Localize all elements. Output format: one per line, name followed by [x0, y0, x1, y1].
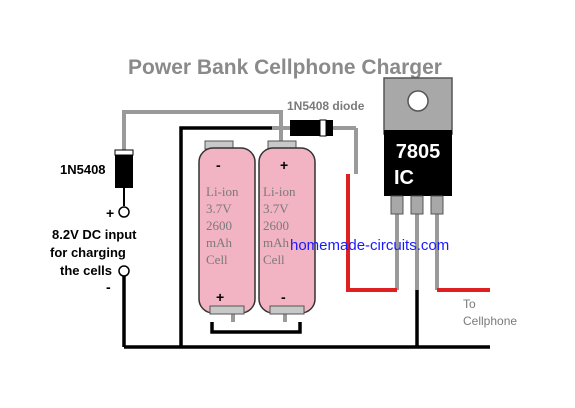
cell1-text-line2: 3.7V: [206, 201, 232, 216]
cell1-text-line5: Cell: [206, 252, 228, 267]
grey-top-wire: [122, 110, 283, 150]
cell2-text-line1: Li-ion: [263, 184, 296, 199]
left-diode-band: [114, 149, 134, 156]
top-diode: [290, 119, 333, 137]
regulator-pin-3: [430, 195, 444, 215]
voltage-regulator-7805: [383, 77, 453, 215]
red-wires: [346, 174, 490, 292]
grey-wires: [122, 110, 439, 322]
battery-cell-2: [258, 140, 316, 315]
input-minus-sign: -: [106, 279, 111, 295]
cell2-text-line3: 2600: [263, 218, 289, 233]
cell-link-wire: [210, 322, 302, 334]
input-label-line1: 8.2V DC input: [52, 227, 137, 242]
black-top-wire: [179, 126, 272, 165]
input-minus-terminal: [118, 265, 130, 277]
cell1-text-line1: Li-ion: [206, 184, 239, 199]
cell2-text-line5: Cell: [263, 252, 285, 267]
regulator-mount-hole: [407, 90, 429, 112]
top-diode-band: [319, 119, 327, 137]
input-label-line3: the cells: [60, 263, 112, 278]
diagram-title: Power Bank Cellphone Charger: [128, 56, 442, 79]
regulator-pin-1: [390, 195, 404, 215]
regulator-label-line2: IC: [394, 167, 414, 189]
regulator-label-line1: 7805: [396, 141, 441, 163]
cell2-text-line2: 3.7V: [263, 201, 289, 216]
cell2-bottom-sign: -: [281, 289, 286, 305]
left-diode: [114, 149, 134, 277]
output-label-line2: Cellphone: [463, 314, 517, 328]
left-diode-body: [115, 150, 133, 188]
regulator-body: [384, 130, 452, 196]
cell2-text-line4: mAh: [263, 235, 290, 250]
cell1-top-sign: -: [216, 157, 221, 173]
output-label-line1: To: [463, 297, 476, 311]
regulator-pin-2: [410, 195, 424, 215]
cell1-text-line4: mAh: [206, 235, 233, 250]
left-diode-label: 1N5408: [60, 162, 106, 177]
cell1-bottom-cap: [209, 305, 245, 315]
input-label-line2: for charging: [50, 245, 126, 260]
battery-cell-1: [198, 140, 256, 315]
input-plus-sign: +: [106, 205, 114, 221]
cell2-top-sign: +: [280, 157, 288, 173]
cell2-bottom-cap: [269, 305, 305, 315]
cell1-bottom-sign: +: [216, 289, 224, 305]
top-diode-body: [290, 120, 333, 136]
top-diode-label: 1N5408 diode: [287, 99, 365, 113]
cell1-text-line3: 2600: [206, 218, 232, 233]
input-plus-terminal: [118, 206, 130, 218]
watermark-text: homemade-circuits.com: [290, 237, 449, 254]
black-wires: [122, 126, 490, 349]
ic-input-wire: [346, 174, 397, 292]
